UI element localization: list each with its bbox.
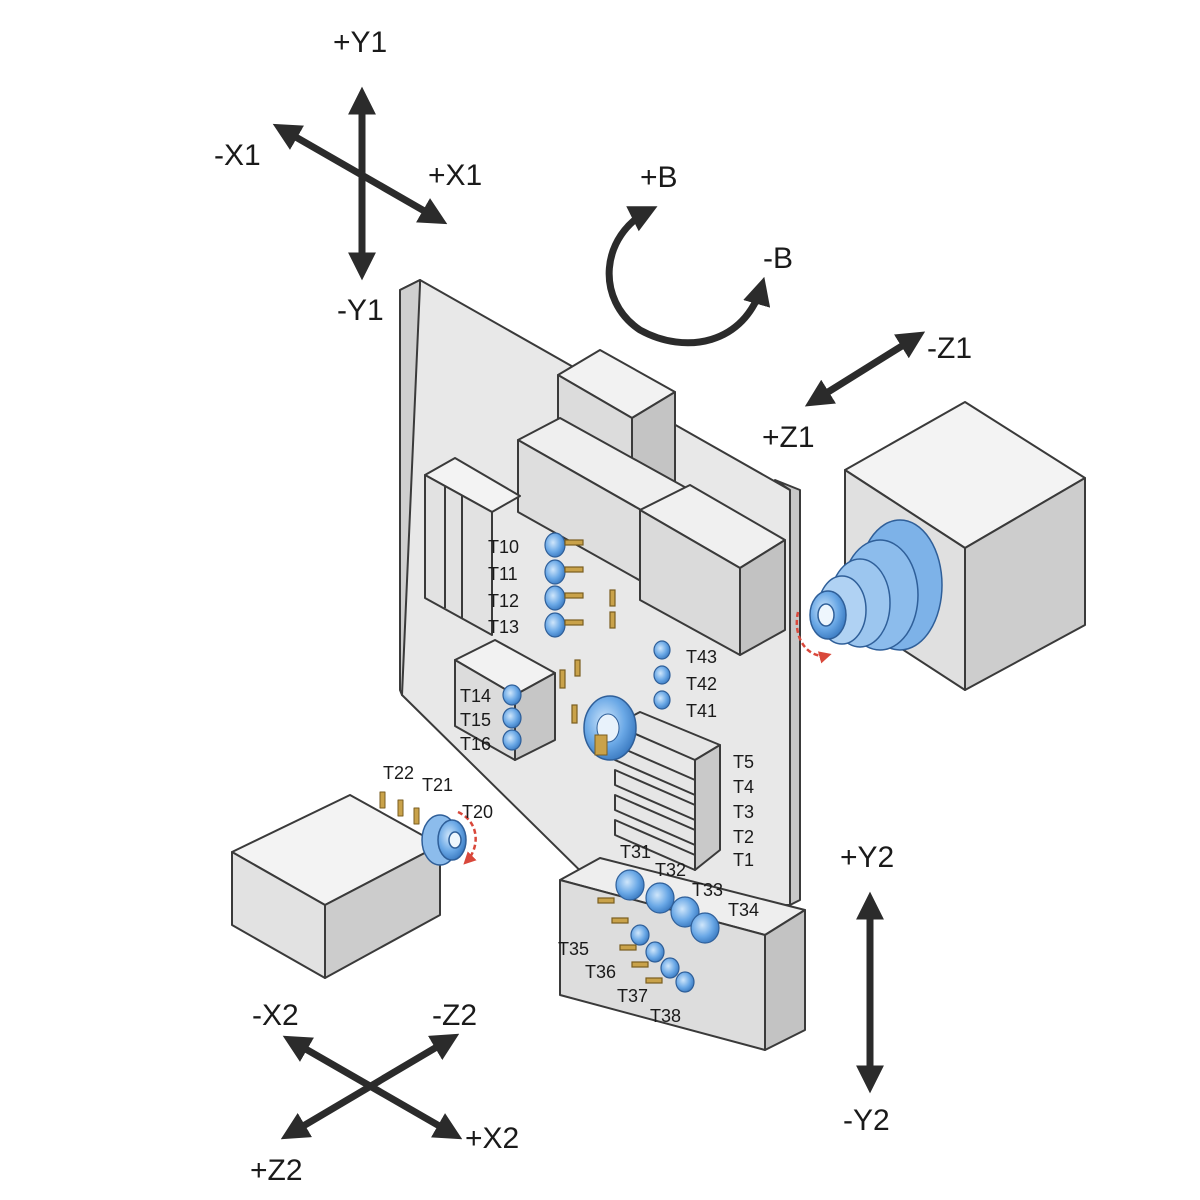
- y1-pos-label: +Y1: [333, 26, 387, 59]
- tool-label-t42: T42: [686, 674, 717, 694]
- bottom-block-side: [764, 909, 806, 1051]
- right-box-side: [964, 477, 1086, 691]
- tool-labels: T10 T11 T12 T13 T14 T15 T16 T43 T42 T41 …: [383, 537, 759, 1026]
- left-spindle-tools: [379, 791, 420, 825]
- x2-pos-label: +X2: [465, 1122, 519, 1155]
- z1-axis-arrow: [804, 331, 926, 407]
- tool-label-t20: T20: [462, 802, 493, 822]
- tools-t41-t43: [653, 640, 671, 710]
- tool-label-t36: T36: [585, 962, 616, 982]
- tool-label-t15: T15: [460, 710, 491, 730]
- y2-pos-label: +Y2: [840, 841, 894, 874]
- left-box-side: [324, 844, 441, 979]
- tool-label-t37: T37: [617, 986, 648, 1006]
- z2-neg-label: -Z2: [432, 999, 477, 1032]
- tool-label-t11: T11: [488, 564, 518, 584]
- tool-label-t21: T21: [422, 775, 453, 795]
- tool-label-t2: T2: [733, 827, 754, 847]
- x1-neg-label: -X1: [214, 139, 261, 172]
- tool-label-t38: T38: [650, 1006, 681, 1026]
- tools-t10-t13: [544, 532, 616, 677]
- right-spindle-unit: [795, 401, 1086, 691]
- y2-neg-label: -Y2: [843, 1104, 890, 1137]
- tool-label-t43: T43: [686, 647, 717, 667]
- tool-label-t33: T33: [692, 880, 723, 900]
- right-spindle-rotation-arrow: [795, 611, 832, 664]
- tool-label-t3: T3: [733, 802, 754, 822]
- tool-label-t41: T41: [686, 701, 717, 721]
- tool-label-t35: T35: [558, 939, 589, 959]
- axis-labels: +Y1 -Y1 -X1 +X1 +B -B -Z1 +Z1 +Y2 -Y2 -X…: [214, 26, 972, 1187]
- z2-pos-label: +Z2: [250, 1154, 303, 1187]
- plate-side-face: [399, 279, 421, 696]
- tool-label-t13: T13: [488, 617, 519, 637]
- tool-label-t10: T10: [488, 537, 519, 557]
- right-spindle-rings: [809, 519, 943, 651]
- plate-right-edge: [774, 479, 801, 906]
- x2-neg-label: -X2: [252, 999, 299, 1032]
- tool-label-t34: T34: [728, 900, 759, 920]
- b-neg-label: -B: [763, 242, 793, 275]
- left-spindle-rings: [421, 814, 467, 866]
- x1-axis-arrow: [272, 123, 448, 225]
- y1-neg-label: -Y1: [337, 294, 384, 327]
- x1-pos-label: +X1: [428, 159, 482, 192]
- b-pos-label: +B: [640, 161, 678, 194]
- z1-pos-label: +Z1: [762, 421, 815, 454]
- angled-head-side: [739, 539, 786, 656]
- left-spindle-unit: [231, 791, 477, 979]
- tool-label-t14: T14: [460, 686, 491, 706]
- center-spindle: [583, 695, 637, 761]
- tools-t14-t16: [502, 669, 578, 751]
- stacked-tool-plates: [614, 711, 721, 871]
- tool-label-t22: T22: [383, 763, 414, 783]
- tool-label-t16: T16: [460, 734, 491, 754]
- z1-neg-label: -Z1: [927, 332, 972, 365]
- tools-t31-t38: [597, 869, 720, 993]
- tool-label-t5: T5: [733, 752, 754, 772]
- axis-arrows: [272, 86, 926, 1140]
- tool-label-t31: T31: [620, 842, 651, 862]
- left-column-front: [424, 474, 493, 636]
- z2-axis-arrow: [280, 1033, 460, 1140]
- tool-plate: [399, 279, 806, 1051]
- tool-label-t1: T1: [733, 850, 754, 870]
- tool-label-t12: T12: [488, 591, 519, 611]
- tool-label-t4: T4: [733, 777, 754, 797]
- tool-label-t32: T32: [655, 860, 686, 880]
- b-axis-rotation-arrow: [605, 206, 771, 347]
